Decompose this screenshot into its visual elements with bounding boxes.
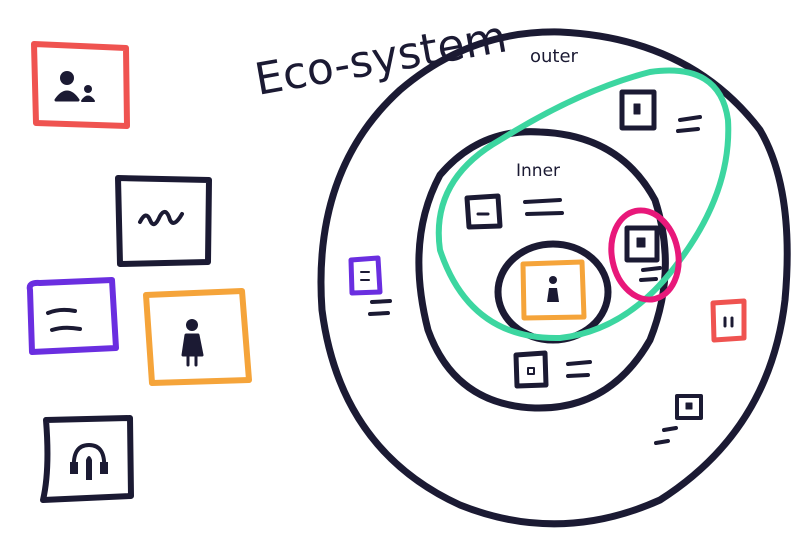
inner-ring: [415, 128, 669, 412]
item-inner-bottom: [513, 350, 592, 389]
legend-card-person: [143, 288, 252, 386]
item-inner-left: [464, 193, 564, 230]
diagram-title: Eco-system: [251, 11, 511, 105]
legend-card-group-people: [31, 41, 130, 129]
item-outer-bottom: [654, 394, 703, 445]
core-person-card: [520, 259, 587, 321]
legend-card-headphones: [40, 415, 134, 503]
legend-card-signature: [115, 175, 212, 267]
item-red: [710, 298, 747, 343]
outer-label: outer: [530, 46, 579, 67]
legend-card-document: [26, 277, 119, 355]
outer-ring: [317, 28, 791, 528]
inner-label: Inner: [516, 161, 560, 181]
item-pink: [624, 225, 662, 282]
pink-highlight: [608, 207, 682, 303]
item-outer-top: [619, 89, 702, 133]
item-purple: [348, 255, 392, 316]
green-highlight-loop: [435, 67, 732, 342]
